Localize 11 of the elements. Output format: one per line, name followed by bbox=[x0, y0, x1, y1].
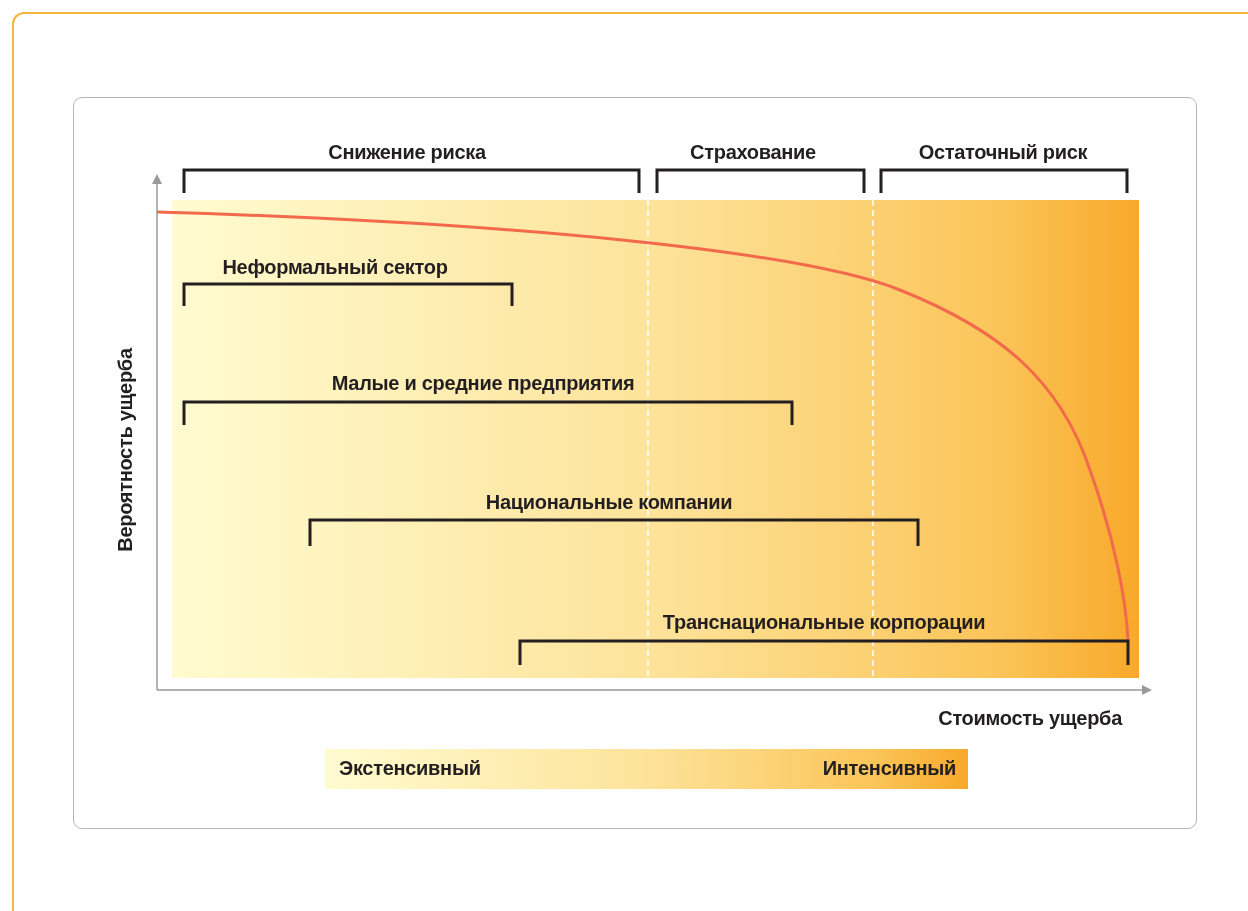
section-label: Остаточный риск bbox=[918, 140, 1088, 164]
scale-label: Экстенсивный bbox=[339, 756, 481, 780]
section-label: Страхование bbox=[690, 140, 816, 164]
scale-label: Интенсивный bbox=[822, 756, 956, 780]
range-label: Неформальный сектор bbox=[222, 255, 448, 279]
axis-title: Вероятность ущерба bbox=[113, 348, 137, 552]
range-label: Национальные компании bbox=[485, 490, 733, 514]
axis-title: Стоимость ущерба bbox=[938, 706, 1122, 730]
range-label: Малые и средние предприятия bbox=[331, 371, 635, 395]
section-label: Снижение риска bbox=[328, 140, 486, 164]
range-label: Транснациональные корпорации bbox=[662, 610, 986, 634]
